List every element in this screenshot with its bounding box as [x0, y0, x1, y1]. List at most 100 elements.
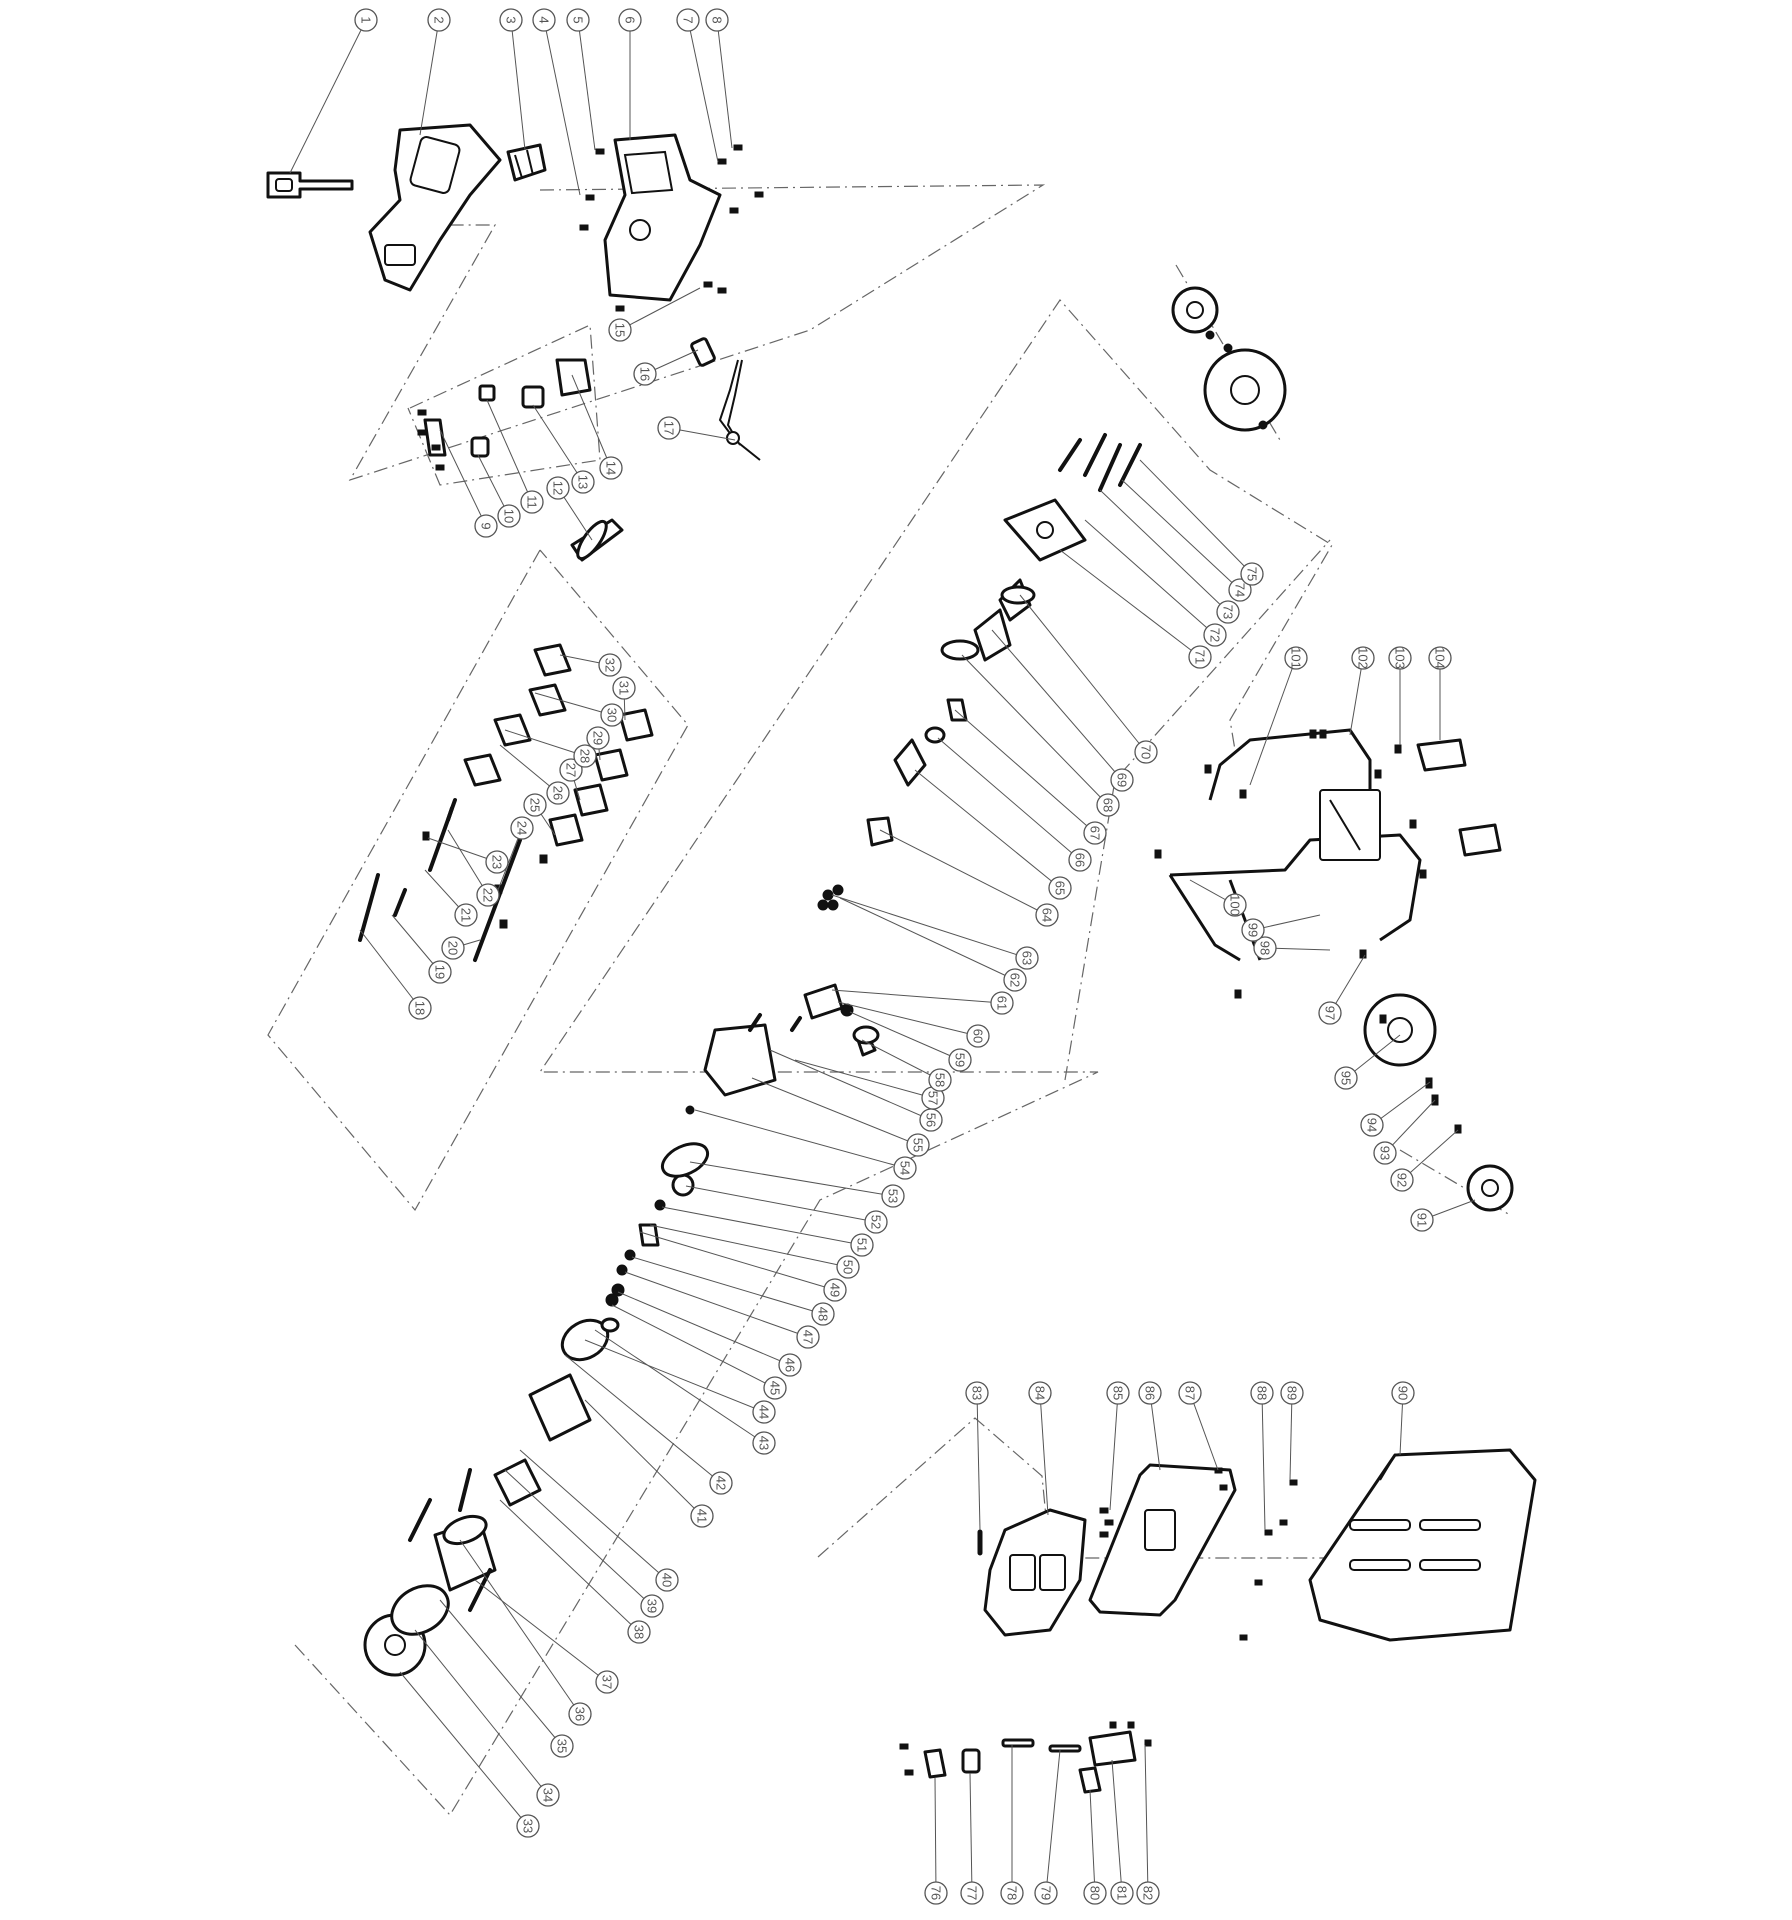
callout-15: 15: [608, 318, 632, 342]
leader-line-67: [954, 709, 1096, 834]
leader-line-43: [594, 1329, 765, 1444]
leader-line-79: [1045, 1749, 1061, 1894]
leader-line-84: [1039, 1392, 1049, 1516]
callout-circle: [690, 1504, 714, 1528]
callout-circle: [1035, 903, 1059, 927]
callout-17: 17: [657, 416, 681, 440]
callout-number: 16: [638, 367, 653, 381]
callout-circle: [550, 1734, 574, 1758]
callout-95: 95: [1334, 1066, 1358, 1090]
callout-63: 63: [1015, 946, 1039, 970]
callout-number: 79: [1039, 1886, 1054, 1900]
leader-line-39: [504, 1469, 653, 1607]
callout-55: 55: [906, 1133, 930, 1157]
callout-number: 26: [551, 786, 566, 800]
leader-line-41: [584, 1399, 703, 1517]
leader-line-54: [694, 1109, 906, 1169]
leader-line-102: [1349, 657, 1364, 736]
callout-number: 25: [528, 798, 543, 812]
callout-60: 60: [966, 1024, 990, 1048]
leader-line-74: [1121, 479, 1241, 591]
callout-number: 72: [1208, 628, 1223, 642]
callout-circle: [1223, 893, 1247, 917]
callout-number: 39: [645, 1599, 660, 1613]
callout-number: 63: [1020, 951, 1035, 965]
callout-36: 36: [568, 1702, 592, 1726]
callout-circle: [546, 781, 570, 805]
callout-number: 95: [1339, 1071, 1354, 1085]
upper-housing: [603, 133, 722, 302]
callout-53: 53: [881, 1184, 905, 1208]
callout-number: 54: [898, 1161, 913, 1175]
leader-line-51: [661, 1206, 863, 1246]
callout-circle: [850, 1233, 874, 1257]
callout-number: 66: [1073, 853, 1088, 867]
callout-number: 101: [1289, 647, 1304, 669]
callout-circle: [595, 1670, 619, 1694]
callout-circle: [705, 8, 729, 32]
callout-52: 52: [864, 1210, 888, 1234]
frame-assembly: [1154, 728, 1502, 999]
leader-line-101: [1249, 657, 1297, 786]
leader-line-88: [1261, 1392, 1266, 1531]
callout-number: 52: [869, 1215, 884, 1229]
leader-line-9: [439, 429, 487, 527]
callout-circle: [924, 1881, 948, 1905]
callout-99: 99: [1241, 918, 1265, 942]
callout-number: 84: [1033, 1386, 1048, 1400]
callout-40: 40: [655, 1568, 679, 1592]
leader-line-58: [861, 1039, 941, 1081]
callout-number: 47: [801, 1330, 816, 1344]
callout-circle: [1388, 646, 1412, 670]
callout-number: 65: [1053, 881, 1068, 895]
callout-number: 48: [816, 1307, 831, 1321]
callout-number: 103: [1393, 647, 1408, 669]
leader-line-64: [879, 829, 1048, 916]
callout-circle: [599, 456, 623, 480]
pump-stack: [803, 433, 1142, 1057]
leader-line-47: [624, 1271, 809, 1338]
callout-circle: [1048, 876, 1072, 900]
callout-number: 18: [413, 1001, 428, 1015]
leader-line-53: [689, 1161, 894, 1197]
callout-77: 77: [960, 1881, 984, 1905]
callout-57: 57: [921, 1086, 945, 1110]
callout-37: 37: [595, 1670, 619, 1694]
callout-number: 71: [1193, 650, 1208, 664]
leader-line-34: [414, 1629, 549, 1796]
callout-circle: [474, 514, 498, 538]
rocker-switch: [690, 337, 716, 367]
callout-number: 77: [965, 1886, 980, 1900]
leader-lines: [289, 19, 1476, 1894]
connector-cylinder: [506, 143, 547, 182]
callout-number: 98: [1258, 941, 1273, 955]
callout-48: 48: [811, 1302, 835, 1326]
callout-number: 45: [768, 1381, 783, 1395]
callout-circle: [709, 1471, 733, 1495]
callout-circle: [1028, 1381, 1052, 1405]
callout-82: 82: [1136, 1881, 1160, 1905]
callout-number: 62: [1008, 973, 1023, 987]
callout-19: 19: [428, 960, 452, 984]
callout-circle: [568, 1702, 592, 1726]
callout-circle: [1410, 1208, 1434, 1232]
callout-23: 23: [485, 850, 509, 874]
leader-line-86: [1149, 1392, 1161, 1471]
callout-26: 26: [546, 781, 570, 805]
callout-circle: [520, 490, 544, 514]
callout-number: 64: [1040, 908, 1055, 922]
callout-number: 51: [855, 1238, 870, 1252]
callout-62: 62: [1003, 968, 1027, 992]
callout-circle: [836, 1255, 860, 1279]
callout-number: 97: [1323, 1006, 1338, 1020]
callout-21: 21: [454, 903, 478, 927]
leader-line-83: [976, 1392, 981, 1531]
callout-59: 59: [948, 1048, 972, 1072]
callout-circle: [796, 1325, 820, 1349]
callout-circle: [427, 8, 451, 32]
callout-circle: [823, 1278, 847, 1302]
callout-number: 58: [933, 1073, 948, 1087]
callout-8: 8: [705, 8, 729, 32]
callout-circle: [752, 1400, 776, 1424]
